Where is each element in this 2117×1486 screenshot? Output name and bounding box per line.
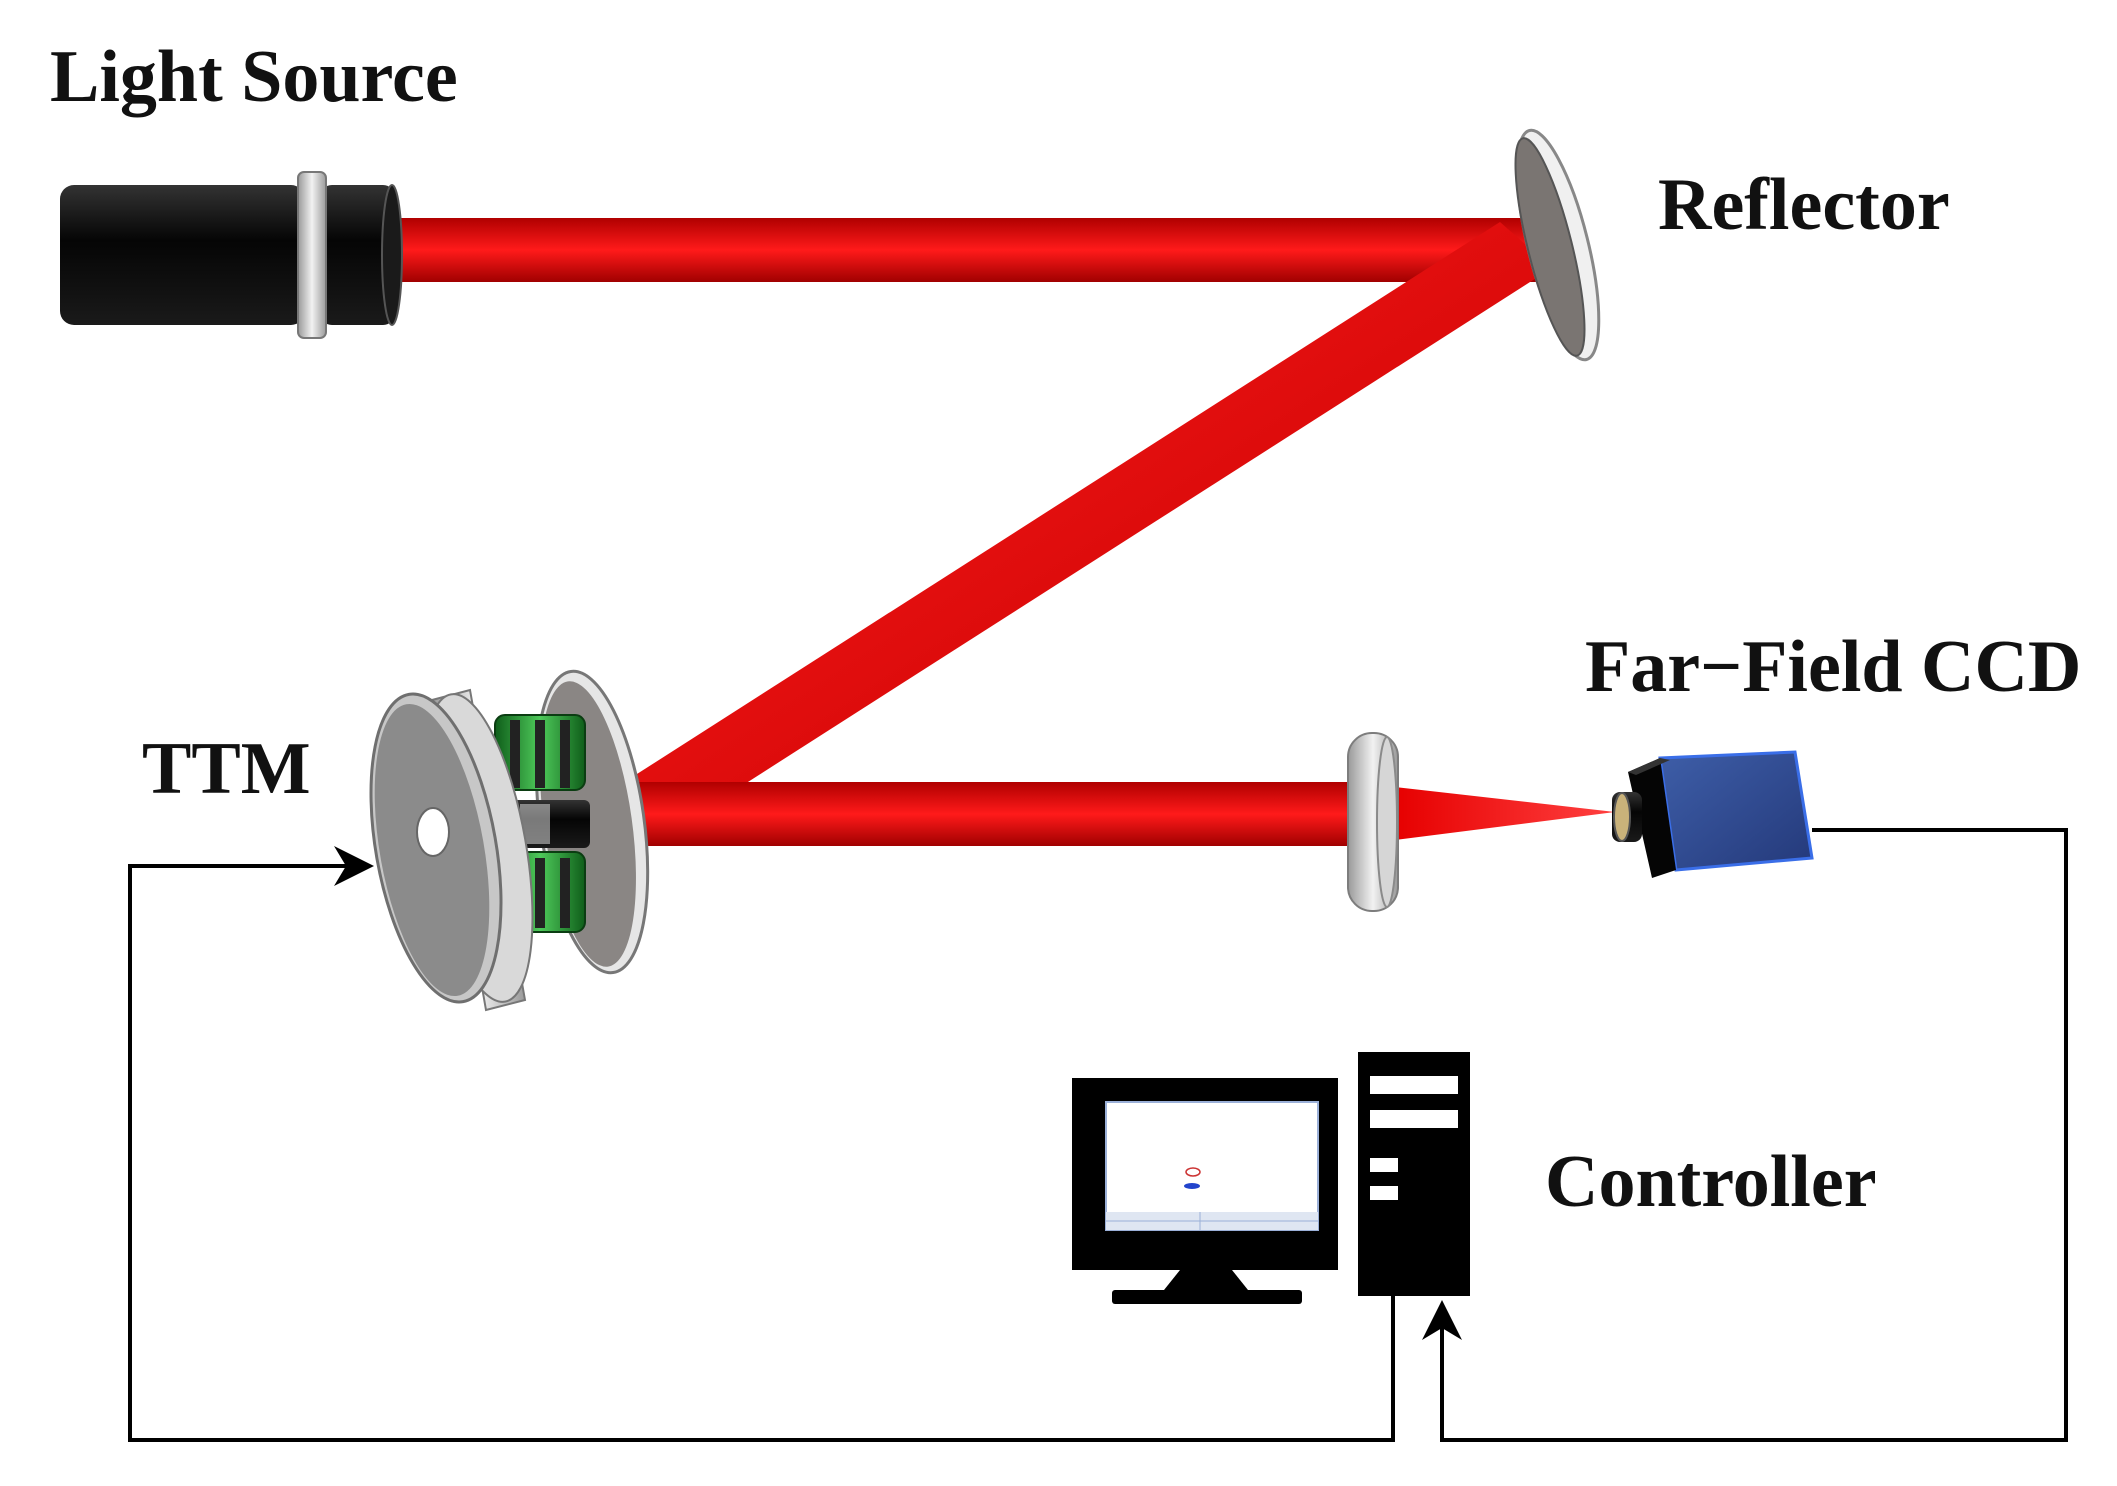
reflector-mirror-icon [1514,128,1601,362]
feedback-wiring [128,828,2068,1442]
computer-tower-icon [1358,1052,1470,1296]
label-light-source: Light Source [50,36,458,118]
laser-beams [392,218,1615,846]
wire-controller-to-ttm [128,846,1395,1442]
beam-source-to-reflector [392,218,1550,282]
label-far-field-ccd: Far−Field CCD [1585,626,2082,708]
ccd-camera-icon [1612,750,1814,878]
coil-upper [494,714,586,791]
beam-ttm-to-lens [630,782,1365,846]
tip-tilt-mirror-icon [369,669,650,1012]
beam-reflector-to-ttm [612,222,1552,842]
light-source-icon [60,171,403,339]
focusing-lens-icon [1347,732,1399,912]
label-reflector: Reflector [1658,164,1950,246]
wire-ccd-to-controller [1422,828,2068,1442]
computer-monitor-icon [1072,1078,1338,1304]
label-controller: Controller [1545,1141,1877,1223]
beam-focus-cone [1395,787,1615,840]
label-ttm: TTM [142,728,311,810]
